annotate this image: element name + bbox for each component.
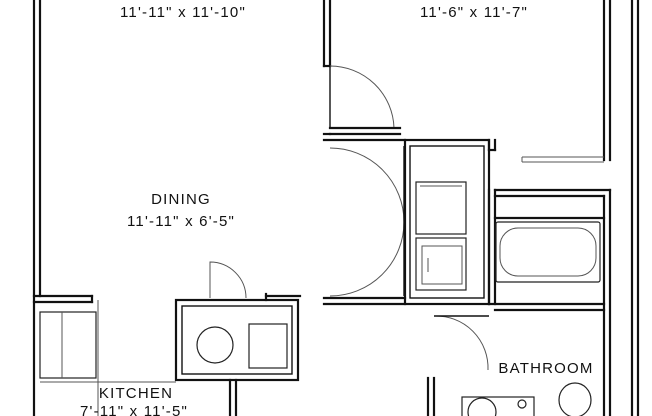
dining-room-dimensions: 11'-11" x 6'-5" [127, 213, 235, 230]
kitchen-area [32, 261, 302, 416]
center-partition-wall [322, 0, 332, 68]
bathroom [426, 188, 612, 416]
outer-walls [32, 0, 640, 416]
washer-fixture [415, 237, 467, 291]
kitchen-room-name: KITCHEN [99, 385, 173, 402]
dining-room-name: DINING [151, 191, 211, 208]
dryer-fixture [415, 181, 467, 235]
sink-fixture [467, 397, 497, 416]
bathroom-room-name: BATHROOM [498, 360, 593, 377]
top-right-room-wall [521, 0, 612, 163]
room-top-left-dimensions: 11'-11" x 11'-10" [120, 4, 246, 21]
kitchen-room-dimensions: 7'-11" x 11'-5" [80, 403, 188, 416]
bathtub-fixture [495, 221, 601, 283]
toilet-fixture [558, 382, 592, 416]
hvac-unit-fixture [248, 323, 288, 369]
refrigerator-fixture [39, 311, 97, 379]
water-heater-fixture [196, 326, 234, 364]
room-top-right-dimensions: 11'-6" x 11'-7" [420, 4, 528, 21]
laundry-closet [403, 138, 497, 306]
bedroom-door [328, 65, 402, 136]
closet-doors [322, 132, 407, 306]
